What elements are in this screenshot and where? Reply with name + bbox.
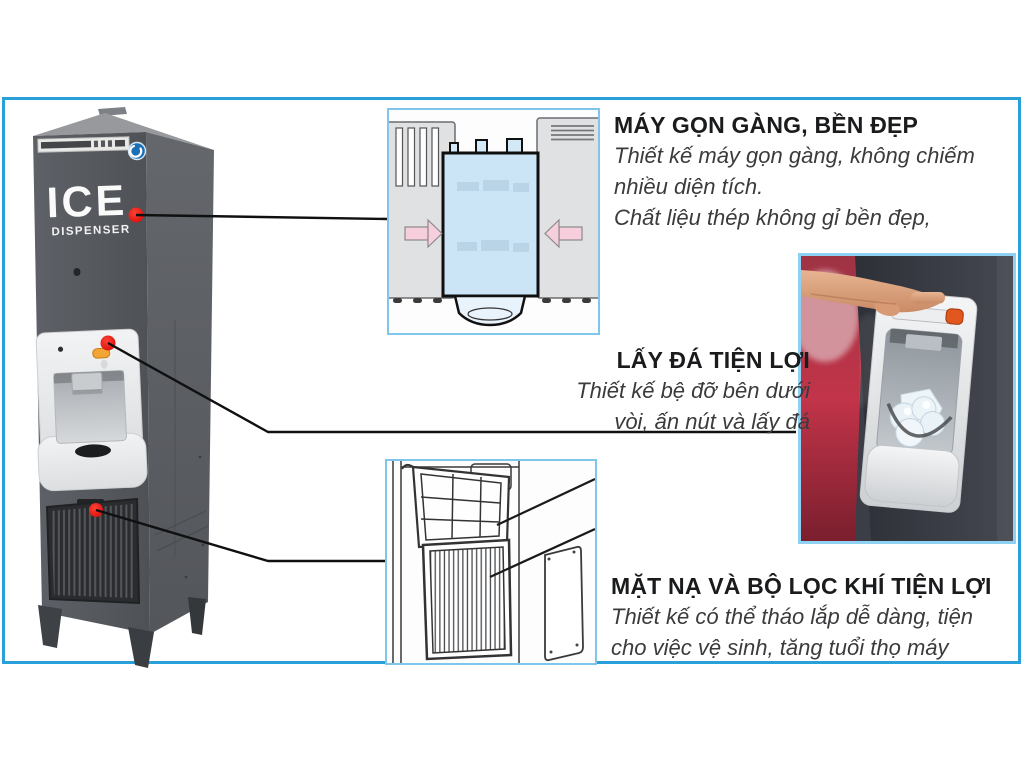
filter-drawing	[392, 461, 595, 663]
desc-line: Chất liệu thép không gỉ bền đẹp,	[614, 205, 931, 230]
diagram-compact-design	[387, 108, 600, 335]
desc-line: Thiết kế có thể tháo lắp dễ dàng, tiện	[611, 604, 974, 629]
machine-top-face	[33, 113, 214, 150]
wall-dispenser-unit	[859, 290, 978, 513]
desc-line: nhiều diện tích.	[614, 174, 764, 199]
open-grille-cover	[401, 463, 511, 549]
feature-dispense: LẤY ĐÁ TIỆN LỢI Thiết kế bệ đỡ bên dưới …	[490, 345, 810, 437]
machine-ice-lettering: ICE	[46, 177, 128, 228]
feature-design-desc: Thiết kế máy gọn gàng, không chiếm nhiều…	[614, 140, 1016, 233]
callout-dot-filter	[89, 503, 103, 517]
machine-tray	[453, 294, 527, 327]
cabinet-outline	[392, 461, 520, 663]
dispense-unit	[35, 328, 148, 492]
side-panel	[544, 545, 584, 662]
highlighted-machine	[441, 151, 540, 298]
diagram-filter	[385, 459, 597, 665]
feature-filter: MẶT NẠ VÀ BỘ LỌC KHÍ TIỆN LỢI Thiết kế c…	[611, 571, 1016, 663]
hand	[801, 270, 945, 316]
right-cabinet	[536, 117, 598, 299]
desc-line: Thiết kế bệ đỡ bên dưới	[576, 378, 810, 403]
feature-filter-desc: Thiết kế có thể tháo lắp dễ dàng, tiện c…	[611, 601, 1016, 663]
callout-dot-design	[128, 207, 144, 223]
machine-leg	[38, 605, 62, 648]
arrow-left-icon	[544, 218, 583, 249]
inner-callout-lines	[489, 478, 595, 579]
brand-label	[37, 136, 130, 153]
manufacturer-logo-icon	[127, 141, 147, 161]
feature-filter-title: MẶT NẠ VÀ BỘ LỌC KHÍ TIỆN LỢI	[611, 573, 992, 599]
feature-design-title: MÁY GỌN GÀNG, BỀN ĐẸP	[614, 112, 919, 138]
air-filter	[421, 538, 513, 661]
front-hole	[73, 268, 81, 276]
callout-dot-dispense	[100, 335, 116, 351]
machine-side-face	[146, 132, 214, 634]
ice-machine-illustration: ICE DISPENSER	[33, 107, 214, 668]
desc-line: cho việc vệ sinh, tăng tuổi thọ máy	[611, 635, 949, 660]
desc-line: Thiết kế máy gọn gàng, không chiếm	[614, 143, 975, 168]
photo-dispense-button	[945, 308, 964, 325]
feature-dispense-title: LẤY ĐÁ TIỆN LỢI	[616, 347, 810, 373]
feature-dispense-desc: Thiết kế bệ đỡ bên dưới vòi, ấn nút và l…	[490, 375, 810, 437]
dispense-photo-drawing	[801, 256, 1013, 541]
machine-leg	[128, 627, 154, 668]
desc-line: vòi, ấn nút và lấy đá	[614, 409, 810, 434]
photo-dispense	[798, 253, 1016, 544]
machine-leg	[188, 597, 206, 635]
machine-dispenser-lettering: DISPENSER	[51, 224, 130, 239]
arrow-right-icon	[404, 218, 443, 249]
scoop-handle	[886, 402, 953, 438]
drain-hole	[75, 444, 111, 458]
feature-design: MÁY GỌN GÀNG, BỀN ĐẸP Thiết kế máy gọn g…	[614, 110, 1016, 233]
compact-design-drawing	[389, 117, 598, 327]
